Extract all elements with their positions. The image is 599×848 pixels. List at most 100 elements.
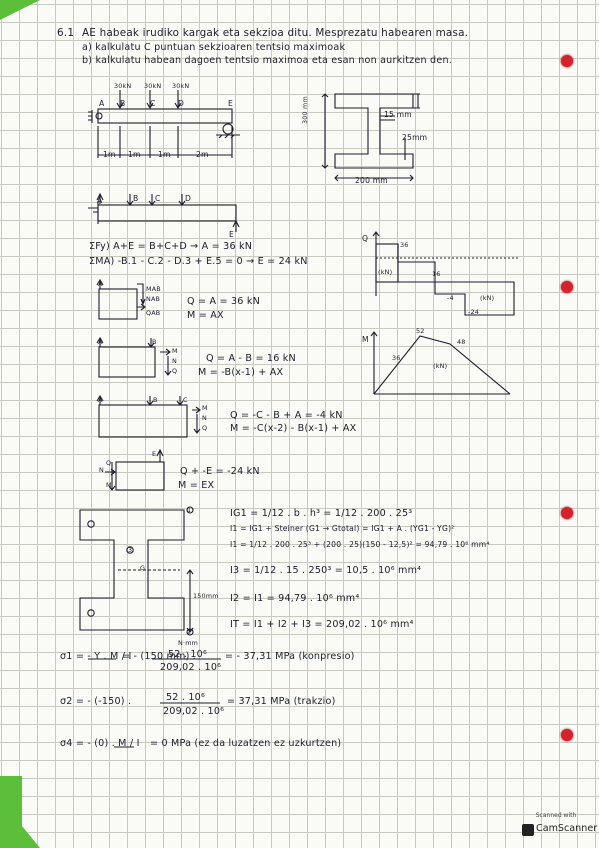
cut-label: N: [99, 466, 104, 474]
problem-number: 6.1: [57, 27, 75, 39]
span-label: 2m: [196, 150, 209, 159]
problem-title: AE habeak irudiko kargak eta sekzioa dit…: [82, 27, 469, 39]
binder-hole: [561, 55, 573, 67]
cut-label: QAB: [146, 309, 161, 317]
shear-value: -24: [468, 308, 480, 316]
inertia-line: I2 = I1 = 94,79 . 10⁶ mm⁴: [230, 593, 360, 604]
cut-label: B: [153, 396, 158, 404]
load-label: 30kN: [114, 82, 132, 90]
cut-label: Q: [172, 367, 178, 375]
fbd-point: A: [97, 196, 103, 205]
shear-value: 16: [432, 270, 441, 278]
moment-unit: (kN): [433, 362, 448, 370]
part-3: 3: [128, 546, 133, 554]
sum-moments: ƩMA) -B.1 - C.2 - D.3 + E.5 = 0 → E = 24…: [89, 256, 308, 267]
web-dim: 25mm: [402, 133, 428, 142]
cut-label: MAB: [146, 285, 161, 293]
cut-moment: M = -C(x-2) - B(x-1) + AX: [230, 423, 357, 434]
fbd-point: B: [133, 194, 139, 203]
span-label: 1m: [103, 150, 116, 159]
i-section: [334, 93, 414, 169]
stress-2-num: 52 . 10⁶: [166, 692, 206, 703]
cut-label: M: [106, 481, 112, 489]
stress-2-result: = 37,31 MPa (trakzio): [227, 696, 336, 707]
part-b: b) kalkulatu habean dagoen tentsio maxim…: [82, 55, 452, 66]
sum-forces: ΣFy) A+E = B+C+D → A = 36 kN: [89, 241, 253, 252]
stress-1-unit: N·mm: [178, 639, 199, 647]
cut-label: Q: [202, 424, 208, 432]
stress-1-lhs: σ1 = - Y . M / I: [60, 651, 132, 662]
moment-value: 48: [457, 338, 466, 346]
moment-axis: M: [362, 335, 369, 344]
point-label: C: [150, 99, 156, 108]
cut-label: E: [152, 450, 157, 458]
point-label: E: [228, 99, 233, 108]
inertia-line: I1 = 1/12 . 200 . 25³ + (200 . 25)(150 -…: [230, 540, 490, 549]
cut-moment: M = AX: [187, 310, 224, 321]
point-label: D: [178, 99, 185, 108]
section-height: 300 mm: [301, 96, 309, 124]
stress-4-lhs: σ4 = - (0) . M / I: [60, 738, 140, 749]
stress-2-lhs: σ2 = - (-150) .: [60, 696, 132, 707]
flange-thickness: 15 mm: [384, 110, 412, 119]
section-width: 200 mm: [355, 176, 388, 185]
cut-shear: Q = A - B = 16 kN: [206, 353, 296, 364]
cut-label: A: [98, 338, 103, 346]
camscanner-logo-icon: [522, 824, 534, 836]
shear-unit: (kN): [378, 268, 393, 276]
binder-hole: [561, 281, 573, 293]
moment-value: 52: [416, 327, 425, 335]
stress-1-den: 209,02 . 10⁶: [160, 662, 222, 673]
fbd-point: E: [229, 230, 234, 239]
cut-label: A: [98, 396, 103, 404]
cut-label: M: [172, 347, 178, 355]
stress-2-den: 209,02 . 10⁶: [163, 706, 225, 717]
span-label: 1m: [128, 150, 141, 159]
cut-label: N: [202, 414, 207, 422]
shear-value: -4: [447, 294, 454, 302]
camscanner-watermark: Scanned with CamScanner: [520, 812, 597, 842]
stress-4-result: = 0 MPa (ez da luzatzen ez uzkurtzen): [150, 738, 342, 749]
stress-1-mid: = - (150 mm) .: [122, 651, 197, 662]
cut-label: C: [183, 396, 188, 404]
camscanner-brand: CamScanner: [536, 823, 598, 834]
cut-shear: Q + -E = -24 kN: [180, 466, 260, 477]
shear-value: 36: [400, 241, 409, 249]
green-margin-bottom: [0, 776, 40, 848]
green-corner-top: [0, 0, 40, 20]
load-label: 30kN: [144, 82, 162, 90]
cut-label: NAB: [146, 295, 161, 303]
cut-label: B: [152, 338, 157, 346]
cut-label: N: [172, 357, 177, 365]
cut-shear: Q = -C - B + A = -4 kN: [230, 410, 343, 421]
inertia-line: I3 = 1/12 . 15 . 250³ = 10,5 . 10⁶ mm⁴: [230, 565, 422, 576]
section-dim: 150mm: [193, 592, 219, 600]
cut-moment: M = -B(x-1) + AX: [198, 367, 284, 378]
point-label: A: [99, 99, 105, 108]
inertia-line: IG1 = 1/12 . b . h³ = 1/12 . 200 . 25³: [230, 508, 413, 519]
moment-value: 36: [392, 354, 401, 362]
point-1: 1: [187, 506, 192, 514]
shear-axis: Q: [362, 234, 369, 243]
cut-label: M: [202, 404, 208, 412]
beam: [97, 108, 233, 124]
shear-unit: (kN): [480, 294, 495, 302]
cut-moment: M = EX: [178, 480, 215, 491]
stress-1-result: = - 37,31 MPa (konpresio): [225, 651, 355, 662]
fbd-point: C: [155, 194, 161, 203]
scanned-with-text: Scanned with: [535, 812, 577, 819]
cut-label: A: [98, 280, 103, 288]
stress-1-num: 52 . 10⁶: [168, 649, 208, 660]
inertia-line: IT = I1 + I2 + I3 = 209,02 . 10⁶ mm⁴: [230, 619, 414, 630]
centroid-g: G: [140, 564, 146, 572]
inertia-line: I1 = IG1 + Steiner (G1 → Gtotal) = IG1 +…: [230, 524, 455, 533]
point-label: B: [120, 99, 126, 108]
binder-hole: [561, 507, 573, 519]
point-2: 2: [187, 628, 192, 636]
load-label: 30kN: [172, 82, 190, 90]
fbd-point: D: [185, 194, 192, 203]
span-label: 1m: [158, 150, 171, 159]
cut-shear: Q = A = 36 kN: [187, 296, 260, 307]
